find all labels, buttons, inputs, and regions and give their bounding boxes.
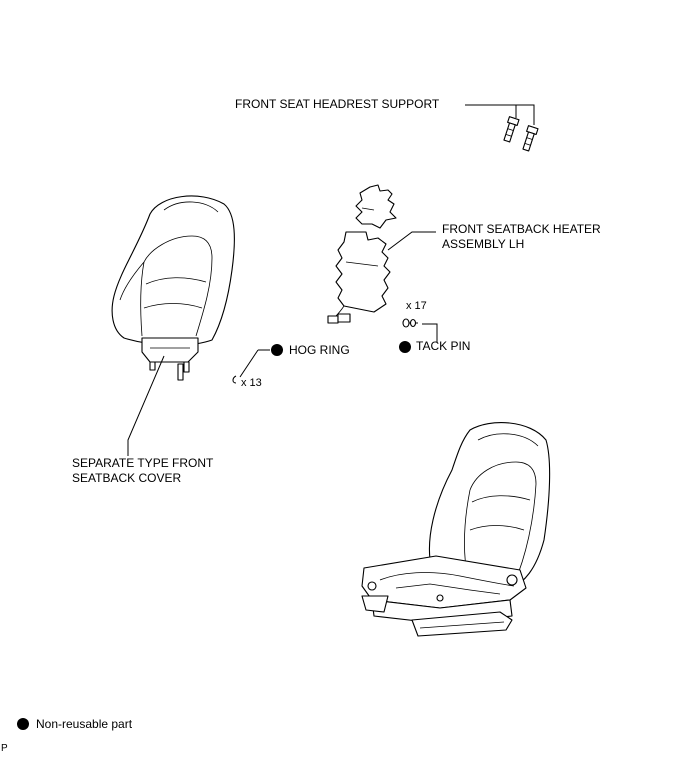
- cover-leader: [127, 355, 165, 456]
- cover-label-line1: SEPARATE TYPE FRONT: [72, 456, 214, 470]
- legend-non-reusable-dot: [17, 718, 29, 730]
- tack-pin-label: TACK PIN: [416, 339, 471, 353]
- legend-non-reusable-label: Non-reusable part: [36, 717, 133, 731]
- seatback-heater-part: [327, 184, 397, 324]
- headrest-support-leader: [465, 104, 535, 125]
- heater-leader: [387, 231, 436, 251]
- headrest-support-part: [503, 116, 539, 152]
- tack-pin-part: [402, 318, 418, 328]
- heater-label-line1: FRONT SEATBACK HEATER: [442, 222, 601, 236]
- corner-mark: P: [1, 743, 8, 754]
- cover-label-line2: SEATBACK COVER: [72, 471, 182, 485]
- hog-ring-qty: x 13: [241, 377, 262, 389]
- tack-pin-qty: x 17: [406, 300, 427, 312]
- heater-label-line2: ASSEMBLY LH: [442, 237, 525, 251]
- hog-ring-non-reusable-dot: [271, 344, 283, 356]
- tack-pin-non-reusable-dot: [399, 341, 411, 353]
- headrest-support-label: FRONT SEAT HEADREST SUPPORT: [235, 97, 440, 111]
- hog-ring-label: HOG RING: [289, 343, 350, 357]
- seatback-cover-part: [111, 195, 235, 381]
- assembled-seat-illustration: [361, 422, 551, 637]
- hog-ring-leader: [239, 349, 259, 378]
- tack-pin-leader: [422, 323, 438, 342]
- hog-ring-part: [232, 375, 237, 384]
